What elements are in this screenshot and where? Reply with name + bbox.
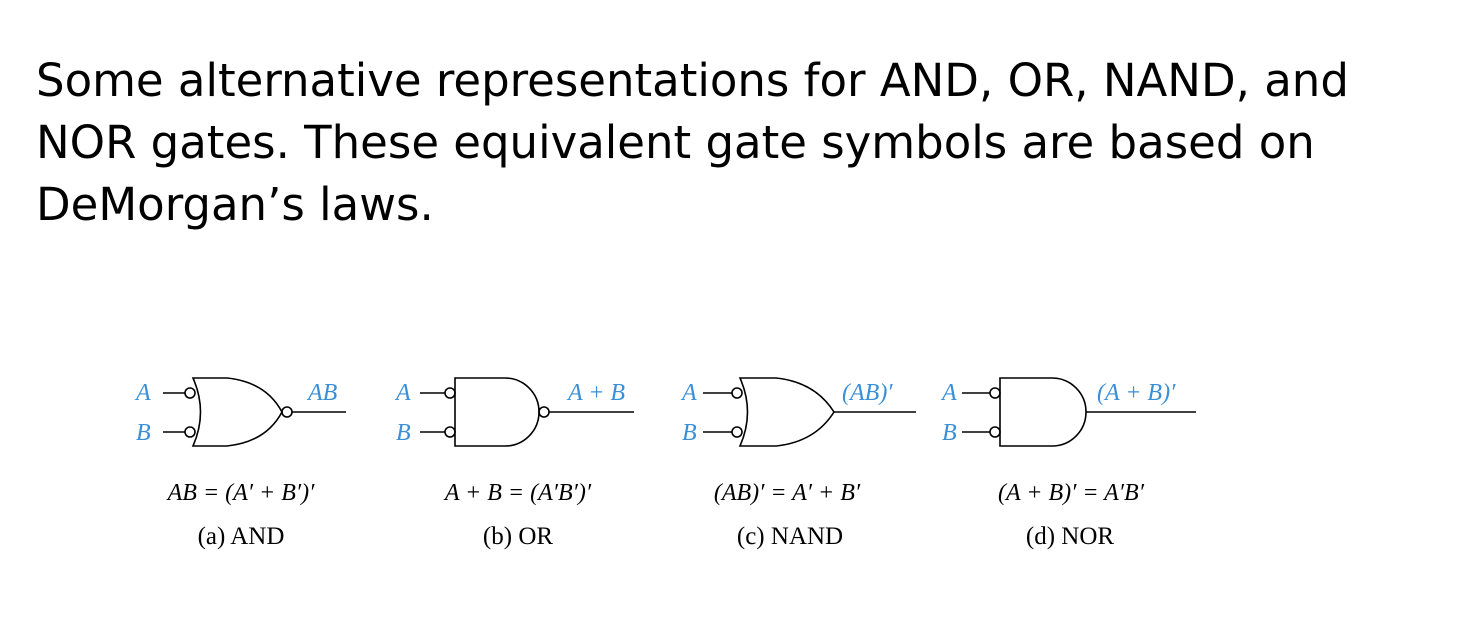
gate-c-input-a-label: A — [682, 380, 697, 406]
gate-a-input-a-label: A — [136, 380, 151, 406]
gate-b-output-bubble — [538, 406, 550, 418]
gate-d-caption: (d) NOR — [1025, 523, 1115, 550]
gate-c-input-b-bubble — [731, 426, 743, 438]
gate-d-input-a-label: A — [942, 380, 957, 406]
gate-a-body — [191, 377, 283, 447]
gate-a-equation: AB = (A′ + B′)′ — [167, 480, 315, 506]
gate-b-output-label: A + B — [568, 380, 626, 406]
gate-b-input-a-bubble — [444, 387, 456, 399]
gate-c-equation: (AB)′ = A′ + B′ — [713, 480, 861, 506]
gate-d-nor-symbol — [962, 377, 1196, 447]
gate-a-caption: (a) AND — [197, 523, 285, 550]
gate-b-input-b-label: B — [396, 420, 411, 446]
gate-c-caption: (c) NAND — [736, 523, 844, 550]
slide-title: Some alternative representations for AND… — [36, 50, 1436, 236]
title-line-2: NOR gates. These equivalent gate symbols… — [36, 116, 1315, 169]
gate-b-input-a-label: A — [396, 380, 411, 406]
gate-c-output-label: (AB)′ — [842, 380, 893, 406]
gate-a-output-bubble — [281, 406, 293, 418]
gate-a-input-a-bubble — [184, 387, 196, 399]
gate-d-equation: (A + B)′ = A′B′ — [998, 480, 1144, 506]
title-line-3: DeMorgan’s laws. — [36, 178, 434, 231]
gate-d-output-label: (A + B)′ — [1097, 380, 1176, 406]
gate-a-output-label: AB — [308, 380, 338, 406]
gate-b-or-symbol — [420, 377, 634, 447]
gate-d-input-b-label: B — [942, 420, 957, 446]
gate-d-body — [999, 377, 1087, 447]
title-line-1: Some alternative representations for AND… — [36, 54, 1349, 107]
gate-c-nand-symbol — [703, 377, 916, 447]
gate-c-body — [738, 377, 835, 447]
gate-b-input-b-bubble — [444, 426, 456, 438]
gate-a-and-symbol — [163, 377, 346, 447]
gate-c-input-b-label: B — [682, 420, 697, 446]
gate-b-caption: (b) OR — [482, 523, 554, 550]
gate-b-body — [454, 377, 540, 447]
gate-d-input-a-bubble — [989, 387, 1001, 399]
gate-a-input-b-label: B — [136, 420, 151, 446]
gate-d-input-b-bubble — [989, 426, 1001, 438]
gate-c-input-a-bubble — [731, 387, 743, 399]
gate-b-equation: A + B = (A′B′)′ — [444, 480, 592, 506]
gate-a-input-b-bubble — [184, 426, 196, 438]
